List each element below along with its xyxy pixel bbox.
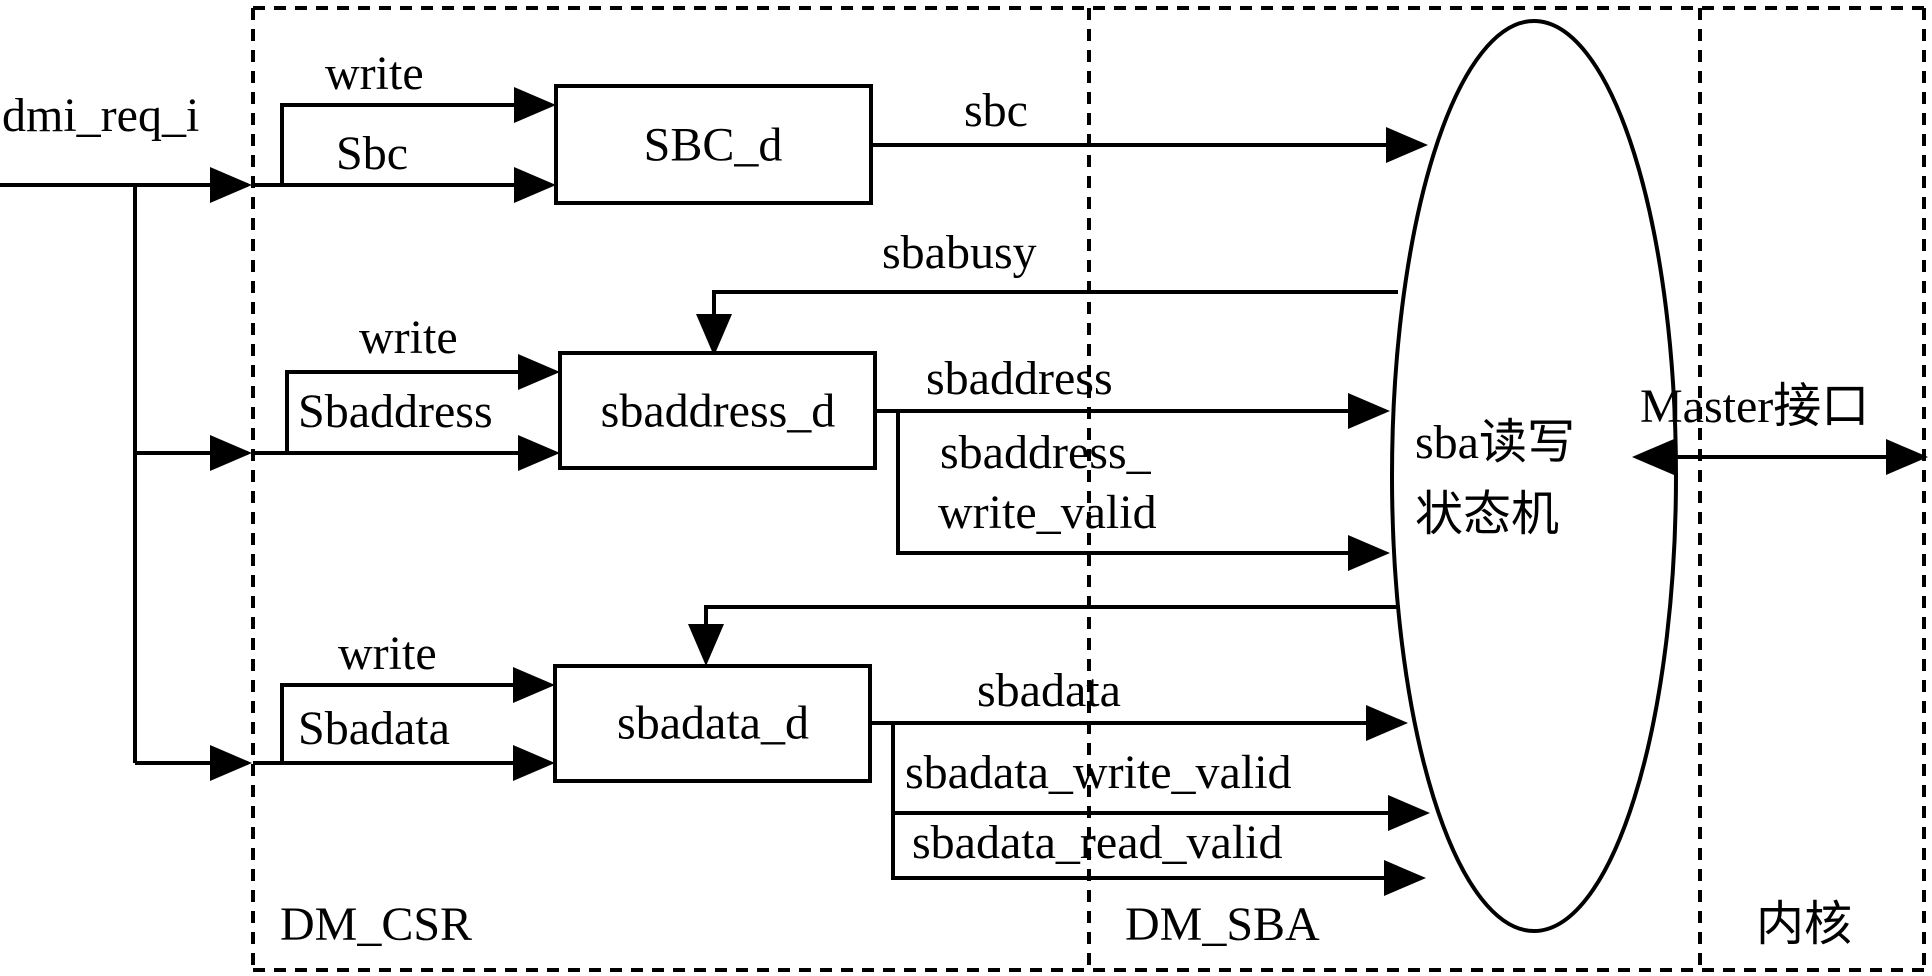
sbadata-d-label: sbadata_d <box>617 697 809 750</box>
sbc-write-wire <box>280 103 518 185</box>
master-interface-link <box>1632 439 1928 475</box>
sbc-out-arrow <box>1386 127 1428 163</box>
data-read-valid-label: sbadata_read_valid <box>912 816 1283 869</box>
fsm-label-line1: sba读写 <box>1415 416 1575 469</box>
addr-write-label: write <box>359 311 458 364</box>
sbaddress-section <box>253 351 1390 571</box>
addr-valid-label-1: sbaddress_ <box>940 426 1152 479</box>
addr-write-arrow <box>518 354 560 390</box>
data-write-wire <box>280 683 517 763</box>
input-signal-label: dmi_req_i <box>2 89 199 142</box>
region-csr-label: DM_CSR <box>280 898 472 951</box>
sbc-write-label: write <box>325 47 424 100</box>
sbadata-section <box>253 664 1430 896</box>
data-write-valid-label: sbadata_write_valid <box>905 746 1292 799</box>
input-arrow-data <box>210 745 252 781</box>
sbabusy-wire <box>712 290 1398 320</box>
master-if-label: Master接口 <box>1640 380 1869 433</box>
region-sba-label: DM_SBA <box>1125 898 1320 951</box>
input-arrow-sbc <box>210 167 252 203</box>
data-valid-trunk <box>891 723 1388 880</box>
data-write-label: write <box>338 627 437 680</box>
addr-out-arrow <box>1348 393 1390 429</box>
addr-write-wire <box>285 370 522 453</box>
sbaddress-d-label: sbaddress_d <box>601 385 836 438</box>
data-field-arrow <box>513 745 555 781</box>
labels: dmi_req_i write Sbc SBC_d sbc sbabusy wr… <box>2 47 1869 951</box>
master-if-arrow-right <box>1886 439 1928 475</box>
addr-field-arrow <box>518 435 560 471</box>
addr-out-label: sbaddress <box>926 352 1113 405</box>
addr-valid-wire <box>896 411 1352 555</box>
region-core-label: 内核 <box>1756 898 1852 951</box>
sbc-section <box>253 84 1428 205</box>
input-arrow-addr <box>210 435 252 471</box>
data-out-label: sbadata <box>977 664 1121 717</box>
data-feedback-wire <box>704 605 1398 630</box>
region-boundaries <box>251 6 1926 972</box>
sbabusy-arrow <box>696 314 732 356</box>
data-read-valid-arrow <box>1384 860 1426 896</box>
sbadata-feedback <box>688 605 1398 666</box>
sbc-field-label: Sbc <box>336 127 408 180</box>
addr-field-label: Sbaddress <box>298 385 493 438</box>
sbc-d-label: SBC_d <box>644 119 783 172</box>
input-bus <box>0 167 252 781</box>
data-field-label: Sbadata <box>298 702 450 755</box>
data-write-valid-arrow <box>1388 795 1430 831</box>
addr-valid-arrow <box>1348 535 1390 571</box>
addr-valid-label-2: write_valid <box>938 486 1157 539</box>
master-if-arrow-left <box>1632 439 1674 475</box>
data-feedback-arrow <box>688 624 724 666</box>
data-out-arrow <box>1366 705 1408 741</box>
sbc-field-arrow <box>514 167 556 203</box>
sbabusy-feedback <box>696 290 1398 356</box>
fsm-label-line2: 状态机 <box>1415 488 1559 541</box>
sbabusy-label: sbabusy <box>882 226 1037 279</box>
sbadata-d-block <box>553 664 872 783</box>
sba-state-machine <box>1390 19 1678 933</box>
sbc-out-label: sbc <box>964 84 1028 137</box>
data-write-arrow <box>513 667 555 703</box>
sbc-write-arrow <box>514 87 556 123</box>
sbc-d-block <box>554 84 873 205</box>
